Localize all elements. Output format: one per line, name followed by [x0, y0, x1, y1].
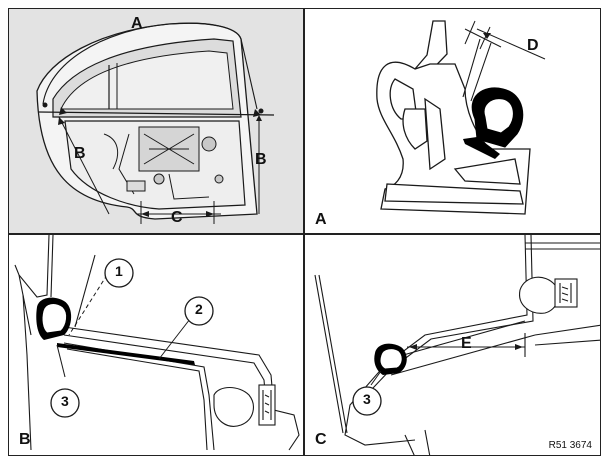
window-regulator — [103, 126, 224, 200]
callout-3-c: 3 — [363, 391, 371, 407]
callout-circles — [50, 258, 214, 418]
dimension-label-e: E — [461, 335, 472, 352]
section-c-panel: E 3 C R51 3674 — [304, 234, 601, 456]
dimension-label-d: D — [527, 37, 539, 54]
dimension-label-a: A — [131, 15, 143, 32]
callout-2: 2 — [195, 301, 203, 317]
section-a-drawing — [376, 20, 546, 215]
callout-1: 1 — [115, 263, 123, 279]
window-glass — [60, 50, 234, 110]
figure-reference: R51 3674 — [548, 440, 592, 451]
section-a-panel: D A — [304, 8, 601, 234]
section-c-label: C — [315, 431, 327, 448]
callout-circle-3 — [352, 386, 382, 416]
section-line-a-arc — [42, 22, 258, 110]
section-b-panel: 1 2 3 B — [8, 234, 304, 456]
section-c-drawing — [314, 235, 600, 455]
dimension-label-b-left: B — [74, 145, 86, 162]
section-a-label: A — [315, 211, 327, 228]
door-overview-panel: A B B C — [8, 8, 304, 234]
callout-3: 3 — [61, 393, 69, 409]
section-b-drawing — [14, 235, 300, 451]
dimension-label-c: C — [171, 209, 183, 226]
door-drawing — [36, 22, 275, 224]
section-b-seal-strip — [57, 343, 195, 365]
dimension-label-b-right: B — [255, 151, 267, 168]
section-line-horizontal — [38, 111, 275, 116]
dimension-line-b-left — [58, 116, 110, 215]
section-b-label: B — [19, 431, 31, 448]
